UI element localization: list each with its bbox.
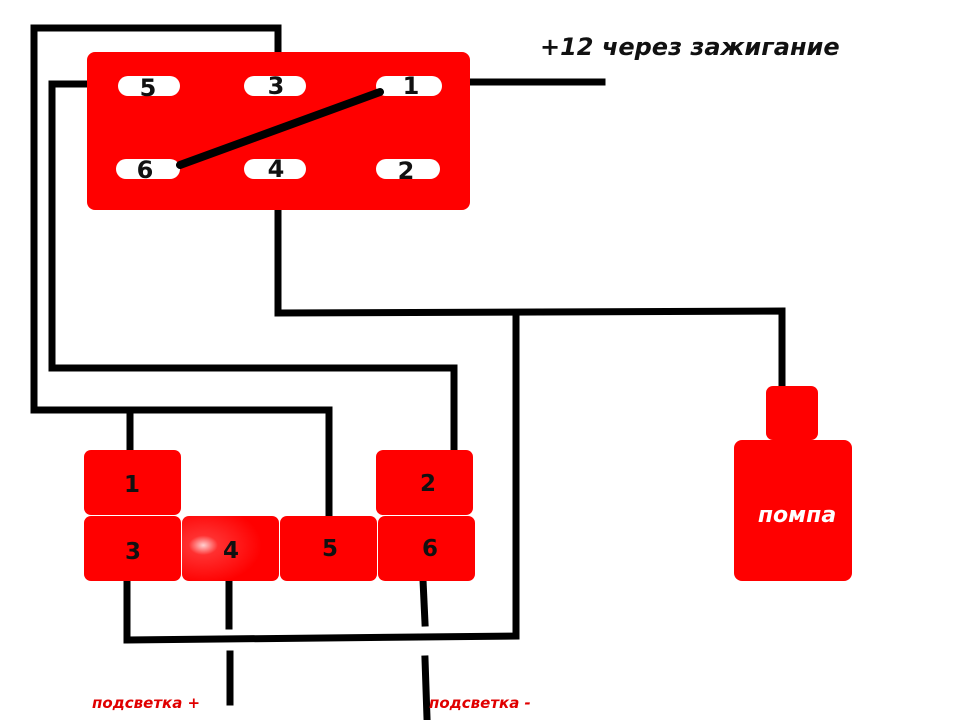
wire-sw3-to-conn1-conn5	[30, 24, 333, 522]
pump-body	[734, 440, 852, 581]
switch: 5 3 1 6 4 2	[87, 52, 470, 210]
switch-pin-slot-1	[376, 76, 442, 96]
switch-pin-slot-5	[118, 76, 180, 96]
backlight-minus-label: подсветка -	[429, 694, 531, 712]
connector: 1 2 3 4 5 6	[84, 450, 475, 581]
switch-pin-label-2: 2	[398, 157, 415, 185]
connector-pin-label-2: 2	[420, 471, 436, 497]
connector-pin-label-1: 1	[124, 472, 140, 498]
connector-pin-2	[376, 450, 473, 515]
connector-pin-label-5: 5	[322, 536, 338, 562]
connector-pin-1	[84, 450, 181, 515]
switch-pin-label-5: 5	[140, 74, 157, 102]
wire-conn6-drop	[419, 576, 429, 627]
connector-pin-3	[84, 516, 181, 581]
supply-label: +12 через зажигание	[540, 33, 840, 61]
switch-pin-slot-2	[376, 159, 440, 179]
switch-pin-label-1: 1	[403, 72, 420, 100]
pump-label: помпа	[758, 503, 836, 528]
wire-ground-loop	[123, 309, 520, 644]
switch-pin-slot-3	[244, 76, 306, 96]
switch-pin-label-6: 6	[137, 156, 154, 184]
pump-cap	[766, 386, 818, 440]
connector-pin-4	[182, 516, 279, 581]
switch-jumper-1-6	[176, 88, 384, 169]
wire-backlight-minus	[421, 655, 431, 720]
wire-sw4-to-pump	[274, 204, 786, 392]
pump: помпа	[734, 386, 852, 581]
connector-pin-5	[280, 516, 377, 581]
backlight-plus-label: подсветка +	[92, 694, 200, 712]
connector-pin-label-3: 3	[125, 539, 141, 565]
switch-pin-label-4: 4	[268, 155, 285, 183]
wires	[30, 24, 786, 720]
switch-pin-label-3: 3	[268, 72, 285, 100]
switch-pin-slot-6	[116, 159, 180, 179]
connector-pin-6	[378, 516, 475, 581]
connector-pin-label-6: 6	[422, 536, 438, 562]
wire-sw5-to-conn2	[48, 80, 458, 454]
switch-pin-slot-4	[244, 159, 306, 179]
connector-pin-label-4: 4	[223, 538, 239, 564]
